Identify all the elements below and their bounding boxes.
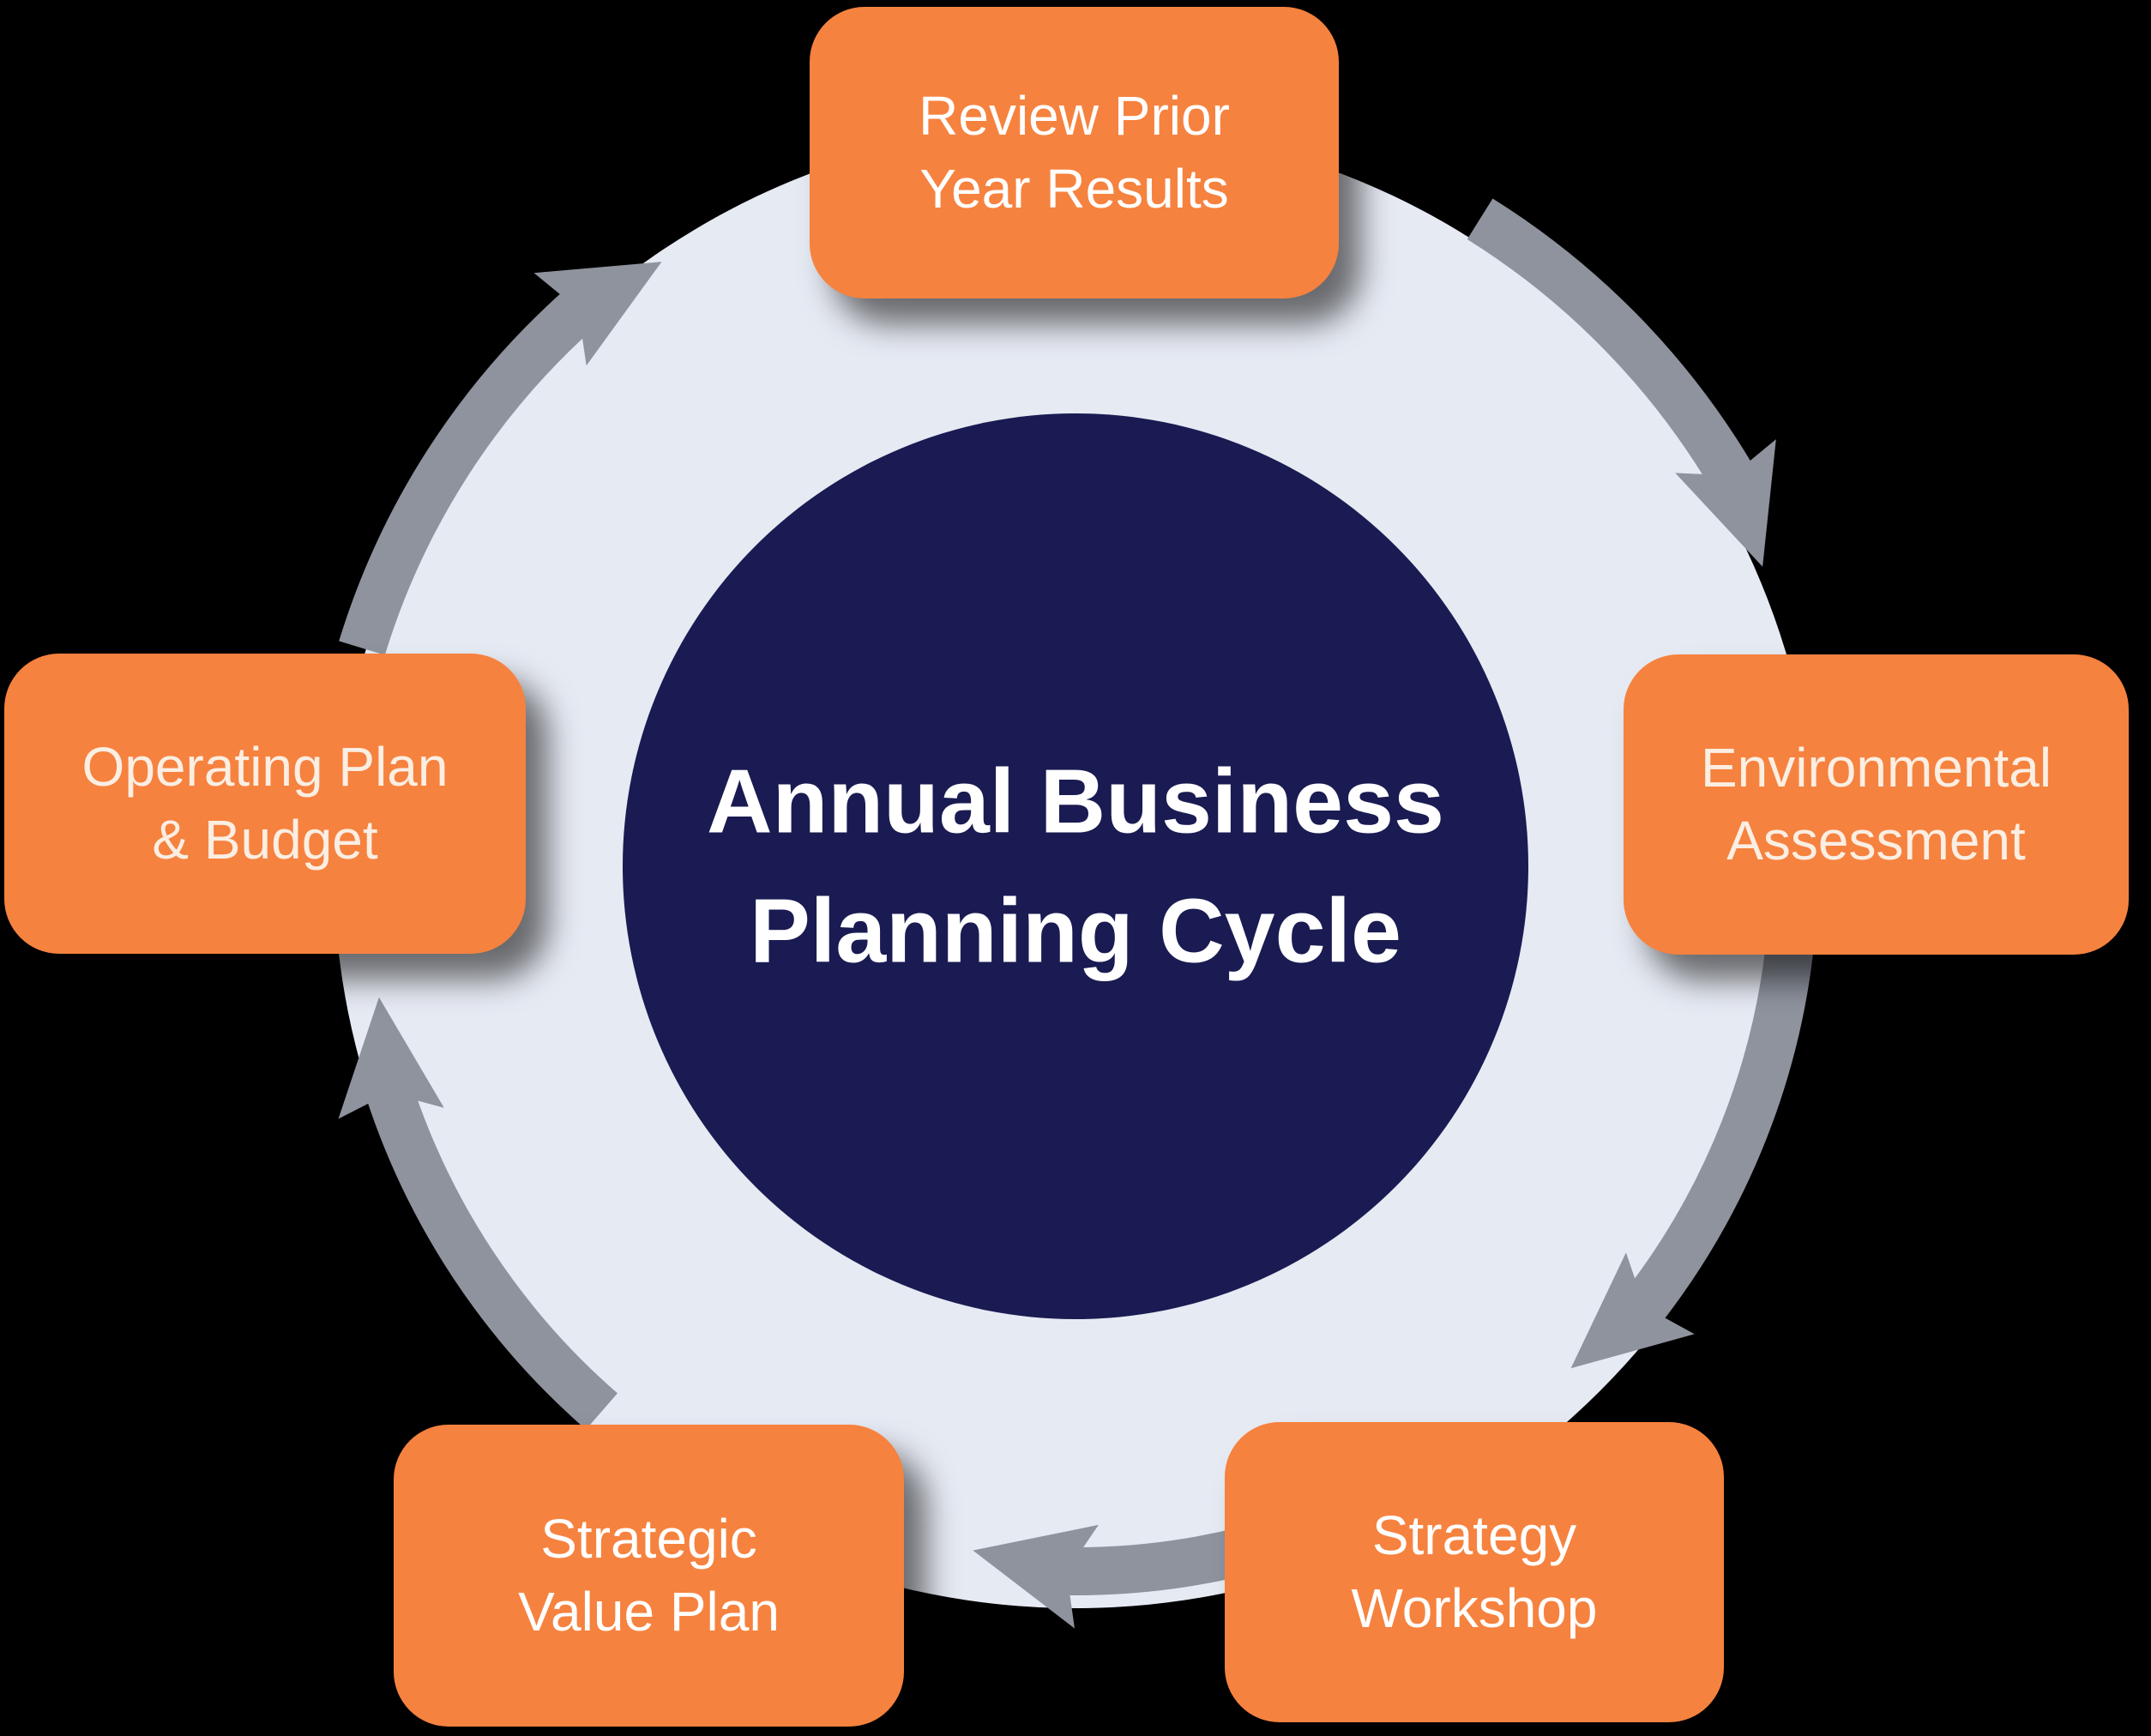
cycle-arrowhead: [1570, 1252, 1695, 1369]
node-strategic-value-plan: Strategic Value Plan: [394, 1425, 904, 1727]
cycle-arrowhead: [533, 262, 662, 366]
cycle-arrow-arc: [1467, 198, 1754, 491]
cycle-arrow-arc: [1063, 1527, 1252, 1595]
cycle-arrowhead: [973, 1524, 1099, 1629]
cycle-arrowhead: [1675, 439, 1776, 567]
node-label-line: Assessment: [1726, 810, 2026, 871]
cycle-arrowhead: [338, 997, 444, 1119]
cycle-arrow-arc: [365, 1082, 618, 1430]
node-label-line: Workshop: [1351, 1577, 1598, 1639]
node-label-line: Value Plan: [518, 1581, 780, 1643]
center-title-line: Annual Business: [707, 750, 1444, 853]
node-operating-plan-budget: Operating Plan & Budget: [4, 654, 526, 954]
node-label-line: Operating Plan: [81, 735, 449, 798]
center-title: Annual Business Planning Cycle: [707, 737, 1444, 995]
node-label-line: Strategy: [1371, 1504, 1577, 1566]
cycle-arrow-arc: [1623, 926, 1816, 1324]
node-environmental-assessment: Environmental Assessment: [1624, 654, 2129, 955]
center-title-line: Planning Cycle: [750, 880, 1401, 981]
node-strategy-workshop: Strategy Workshop: [1225, 1422, 1724, 1722]
node-label-line: & Budget: [152, 809, 378, 871]
node-review-prior-year-results: Review Prior Year Results: [810, 7, 1339, 298]
node-label-line: Year Results: [919, 158, 1229, 220]
node-label-line: Strategic: [540, 1507, 757, 1570]
node-label-line: Review Prior: [919, 84, 1230, 147]
cycle-arrow-arc: [339, 289, 598, 655]
node-label-line: Environmental: [1700, 736, 2052, 799]
center-circle: [623, 413, 1528, 1319]
